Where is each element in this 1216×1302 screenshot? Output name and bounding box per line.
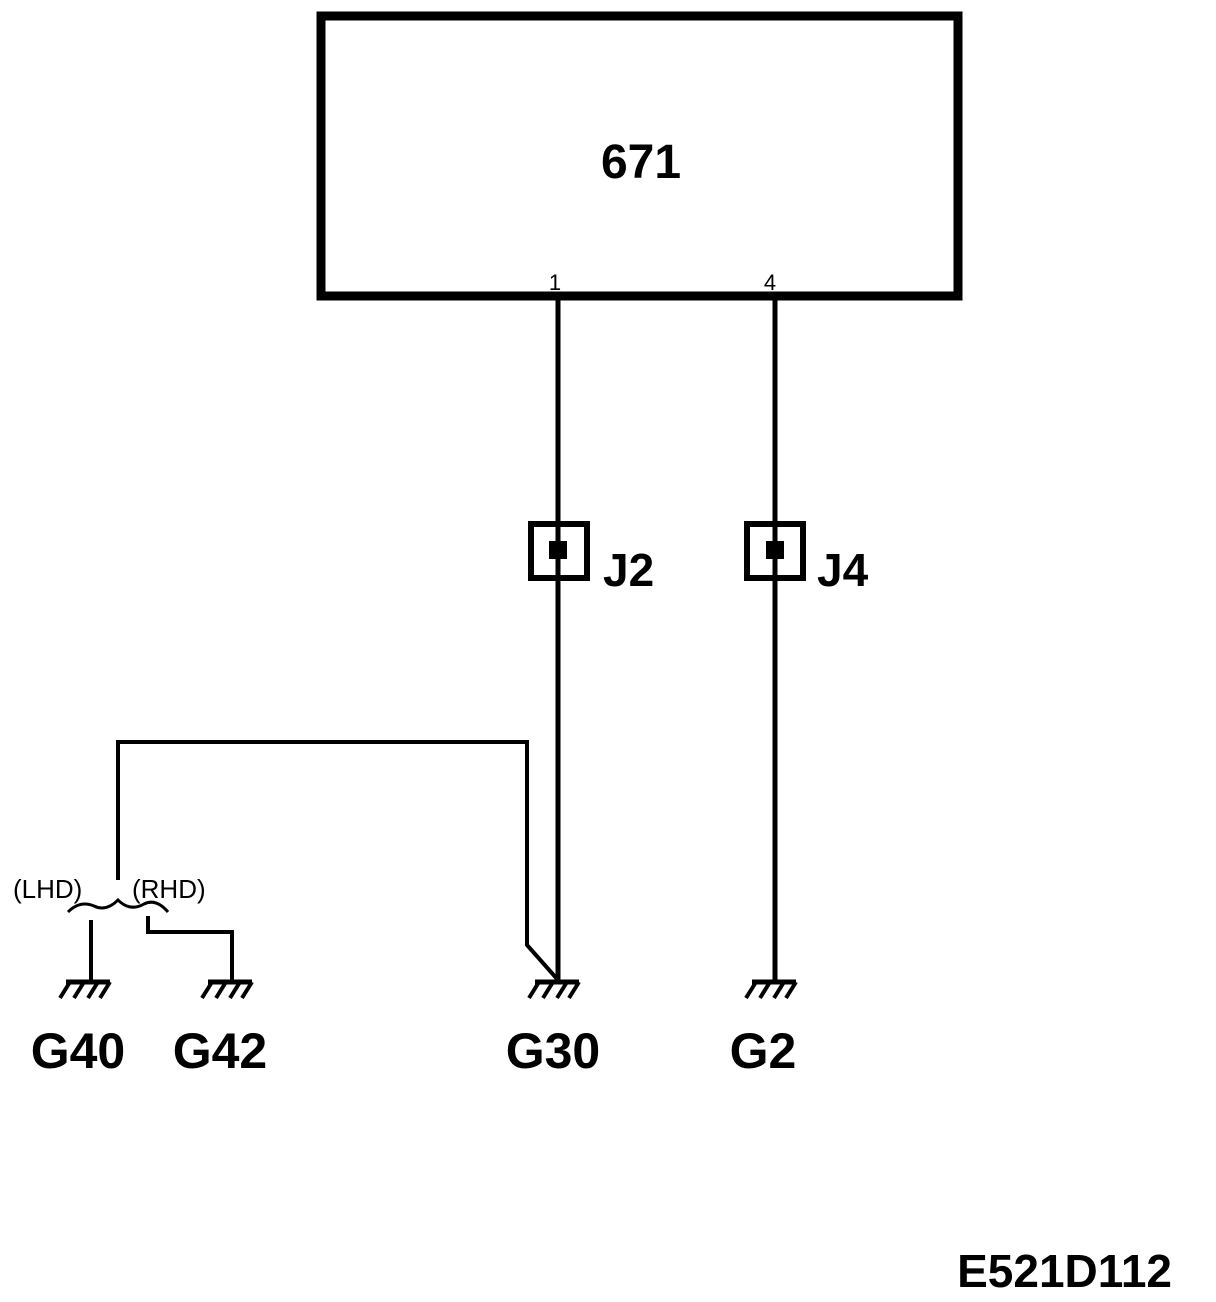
branch-wire-lhd-rhd xyxy=(116,740,560,982)
pin-4-label: 4 xyxy=(764,270,776,295)
rhd-label: (RHD) xyxy=(132,874,206,904)
ground-g30-label: G30 xyxy=(506,1023,601,1079)
ground-g2-label: G2 xyxy=(730,1023,797,1079)
ground-g40-label: G40 xyxy=(31,1023,126,1079)
connector-j2 xyxy=(528,521,590,581)
option-bracket xyxy=(66,897,170,914)
wire-rhd-g42 xyxy=(146,916,234,982)
ground-g2-icon xyxy=(744,979,798,1000)
module-label: 671 xyxy=(601,136,681,189)
diagram-code: E521D112 xyxy=(957,1245,1172,1297)
pin-1-label: 1 xyxy=(549,270,561,295)
lhd-label: (LHD) xyxy=(13,874,82,904)
connector-j4-label: J4 xyxy=(817,544,869,596)
connector-j2-label: J2 xyxy=(603,544,654,596)
ground-g42-label: G42 xyxy=(173,1023,268,1079)
ground-g42-icon xyxy=(200,979,254,1000)
ground-g40-icon xyxy=(58,979,112,1000)
module-box xyxy=(316,11,963,301)
ground-g30-icon xyxy=(527,979,581,1000)
connector-j4 xyxy=(744,521,806,581)
